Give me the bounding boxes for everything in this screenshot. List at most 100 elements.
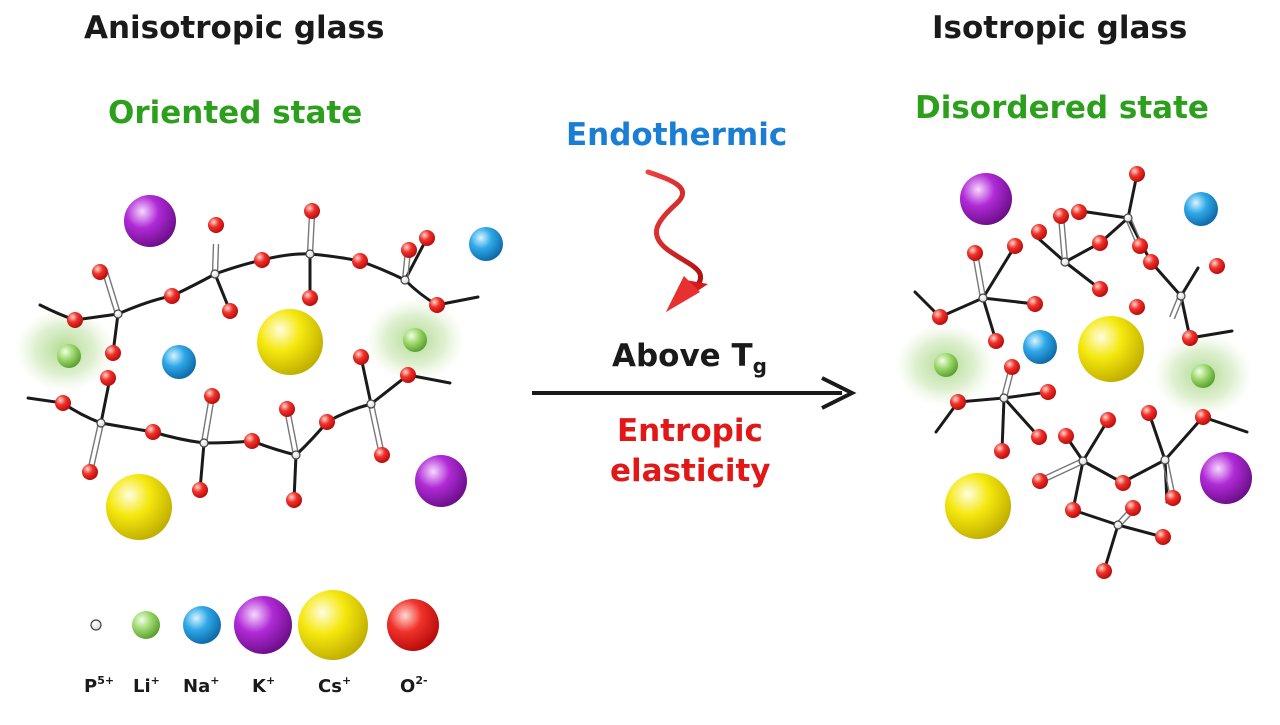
oxygen-ion [1031,429,1047,445]
oxygen-ion [988,333,1004,349]
oxygen-ion [1040,384,1056,400]
bond-chain [934,390,1050,453]
double-bond [101,272,117,315]
oxygen-ion [164,288,180,304]
oxygen-ion [419,230,435,246]
oxygen-ion [1004,359,1020,375]
oxygen-ion [100,370,116,386]
legend-charge: + [210,674,220,687]
double-bond [106,271,122,314]
oxygen-ion [1195,409,1211,425]
oxygen-ion [967,245,983,261]
double-bond [86,422,100,472]
potassium-ion [415,455,467,507]
double-bond [1038,458,1083,480]
lithium-ion [934,353,958,377]
oxygen-ion [208,217,224,233]
double-bond [200,395,211,443]
oxygen-ion [1132,238,1148,254]
legend-label-phosphorus: P5+ [84,674,114,697]
legend-label-oxygen: O2- [400,674,428,697]
legend-charge: + [150,674,160,687]
left-state-label: Oriented state [108,95,363,131]
sodium-ion [1184,192,1218,226]
sodium-ion [469,227,503,261]
double-bond [372,403,386,455]
oxygen-ion [1143,254,1159,270]
left-panel-title: Anisotropic glass [84,10,385,46]
squiggle-arrow-head-fill [666,276,700,312]
lithium-ion [1191,364,1215,388]
oxygen-ion [302,290,318,306]
oxygen-ion [82,464,98,480]
right-panel-title: Isotropic glass [932,10,1188,46]
double-bond [976,252,987,298]
legend-label-cesium: Cs+ [318,674,352,697]
cesium-ion [257,309,323,375]
phosphorus-ion [1160,455,1170,465]
double-bond [1057,216,1064,263]
bond-chain [1071,508,1165,573]
potassium-ion [1200,452,1252,504]
oxygen-ion [1125,500,1141,516]
oxygen-ion [1065,502,1081,518]
lithium-ion [132,611,160,639]
double-bond [211,243,215,274]
oxygen-ion [222,303,238,319]
double-bond [283,409,295,456]
oxygen-ion [286,492,302,508]
phosphorus-ion [305,249,315,259]
legend-label-potassium: K+ [252,674,275,697]
phosphorus-ion [1060,257,1070,267]
oxygen-ion [1182,330,1198,346]
oxygen-ion [92,264,108,280]
phosphorus-ion [366,399,376,409]
oxygen-ion [254,252,270,268]
ion-layer [55,166,1252,660]
double-bond [971,253,982,299]
double-bond [91,423,105,473]
sodium-ion [183,606,221,644]
phosphorus-ion [291,450,301,460]
oxygen-ion [1129,166,1145,182]
oxygen-ion [105,345,121,361]
oxygen-ion [1031,224,1047,240]
entropic-label: Entropic [617,413,763,449]
oxygen-ion [1027,296,1043,312]
potassium-ion [234,596,292,654]
phosphorus-ion [999,393,1009,403]
oxygen-ion [1007,238,1023,254]
double-bond [288,408,300,455]
oxygen-ion [429,297,445,313]
above-tg-label: Above Tg [612,338,767,378]
double-bond [306,213,311,254]
oxygen-ion [1058,428,1074,444]
potassium-ion [960,173,1012,225]
oxygen-ion [1155,529,1171,545]
oxygen-ion [304,203,320,219]
oxygen-ion [353,349,369,365]
squiggle-arrow-icon [645,169,704,293]
legend-charge: + [341,674,352,687]
oxygen-ion [400,367,416,383]
oxygen-ion [401,242,417,258]
oxygen-ion [1053,208,1069,224]
oxygen-ion [374,447,390,463]
oxygen-ion [1071,204,1087,220]
double-bond [1173,296,1184,320]
cesium-ion [106,474,172,540]
sodium-ion [162,345,196,379]
double-bonds [86,213,1184,528]
oxygen-ion [1096,563,1112,579]
oxygen-ion [994,443,1010,459]
oxygen-ion [1209,258,1225,274]
legend-label-sodium: Na+ [183,674,220,697]
legend-ion: P [84,676,98,697]
legend-charge: 2- [415,674,428,687]
phosphorus-ion [1123,213,1133,223]
potassium-ion [124,195,176,247]
oxygen-ion [145,424,161,440]
phosphorus-ion [199,438,209,448]
oxygen-ion [1115,475,1131,491]
